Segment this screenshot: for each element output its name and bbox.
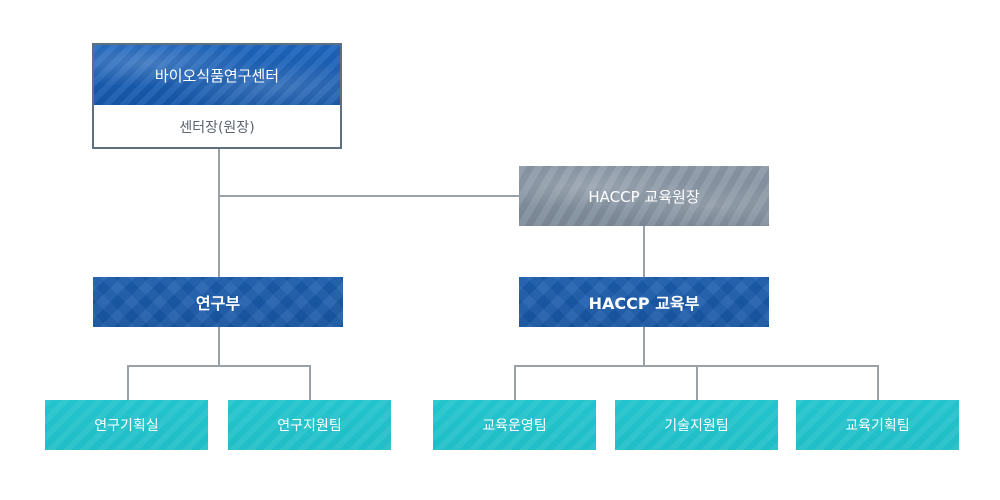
connector-center-to-haccp-head	[219, 195, 519, 197]
technical-support-team-box: 기술지원팀	[615, 400, 778, 450]
center-director-card: 바이오식품연구센터 센터장(원장)	[92, 43, 342, 149]
research-department-box: 연구부	[93, 277, 343, 327]
connector-haccp-dept-to-teams	[643, 327, 645, 365]
research-planning-team-box: 연구기획실	[45, 400, 208, 450]
haccp-director-box: HACCP 교육원장	[519, 166, 769, 226]
center-name: 바이오식품연구센터	[94, 45, 340, 105]
haccp-education-department-box: HACCP 교육부	[519, 277, 769, 327]
connector-haccp-team-2	[696, 365, 698, 400]
education-planning-team-box: 교육기획팀	[796, 400, 959, 450]
connector-haccp-team-1	[514, 365, 516, 400]
connector-research-dept-to-teams	[218, 327, 220, 365]
connector-haccp-team-3	[877, 365, 879, 400]
connector-center-vertical	[218, 149, 220, 360]
connector-research-team-2	[309, 365, 311, 400]
connector-haccp-head-to-dept	[643, 226, 645, 277]
education-operations-team-box: 교육운영팀	[433, 400, 596, 450]
center-director-title: 센터장(원장)	[94, 105, 340, 147]
research-support-team-box: 연구지원팀	[228, 400, 391, 450]
connector-research-team-1	[127, 365, 129, 400]
connector-research-teams-horizontal	[127, 365, 310, 367]
